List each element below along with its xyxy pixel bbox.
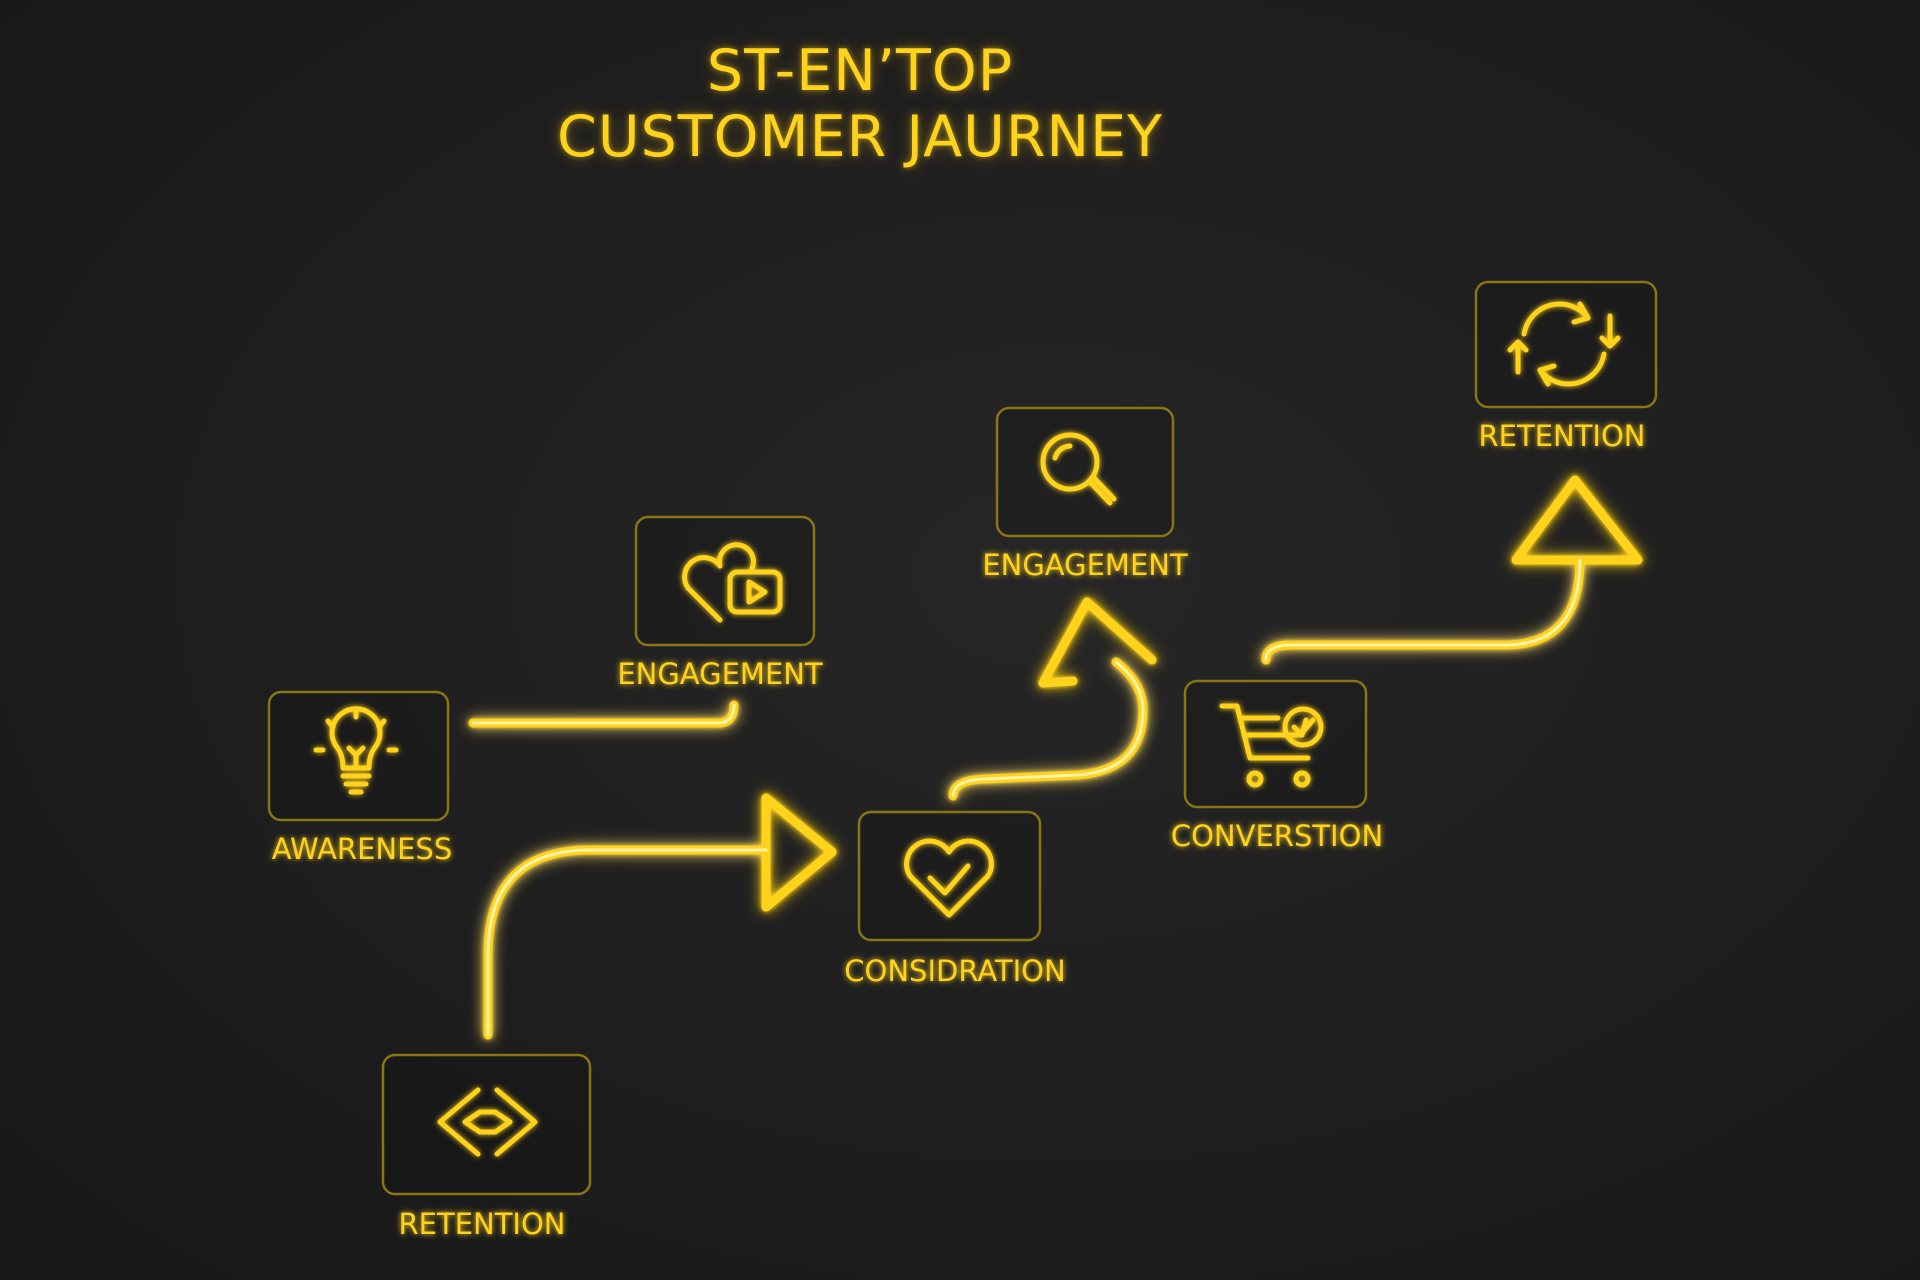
stage-engagement-1-box — [634, 515, 816, 647]
stage-retention-1-box — [381, 1053, 592, 1196]
connector-considration-engagement — [948, 597, 1157, 801]
heart-check-icon — [904, 838, 994, 918]
stage-considration: CONSIDRATION — [844, 810, 1066, 988]
stage-retention-2: RETENTION — [1474, 280, 1658, 453]
title-line-2: CUSTOMER JAURNEY — [557, 104, 1163, 170]
cart-check-icon — [1219, 703, 1324, 788]
stage-considration-label: CONSIDRATION — [844, 954, 1065, 988]
stage-converstion-label: CONVERSTION — [1171, 819, 1383, 853]
stage-engagement-2-label: ENGAGEMENT — [982, 548, 1188, 582]
stage-engagement-2-box — [995, 406, 1175, 538]
stage-considration-box — [857, 810, 1042, 942]
connector-awareness-engagement — [468, 700, 739, 728]
magnifier-icon — [1040, 432, 1117, 506]
stage-awareness: AWARENESS — [267, 690, 453, 866]
lightbulb-icon — [313, 706, 399, 795]
exchange-arrows-icon — [437, 1087, 538, 1157]
connector-conversion-retention — [1261, 475, 1643, 665]
stage-retention-1-label: RETENTION — [399, 1207, 566, 1241]
flow-connectors — [468, 475, 1643, 1040]
diagram-title: ST-EN’TOP CUSTOMER JAURNEY — [540, 38, 1180, 170]
stage-awareness-label: AWARENESS — [272, 832, 453, 866]
stage-engagement-2: ENGAGEMENT — [982, 406, 1188, 582]
cycle-arrows-icon — [1507, 301, 1621, 387]
title-line-1: ST-EN’TOP — [706, 38, 1014, 104]
stage-engagement-1: ENGAGEMENT — [617, 515, 823, 691]
stage-retention-2-box — [1474, 280, 1658, 409]
connector-retention-considration — [483, 793, 837, 1040]
stage-engagement-1-label: ENGAGEMENT — [617, 657, 823, 691]
stage-converstion-box — [1183, 679, 1368, 809]
stage-retention-2-label: RETENTION — [1479, 419, 1646, 453]
stage-retention-1: RETENTION — [381, 1053, 592, 1241]
stage-converstion: CONVERSTION — [1171, 679, 1383, 853]
heart-video-icon — [682, 542, 783, 623]
